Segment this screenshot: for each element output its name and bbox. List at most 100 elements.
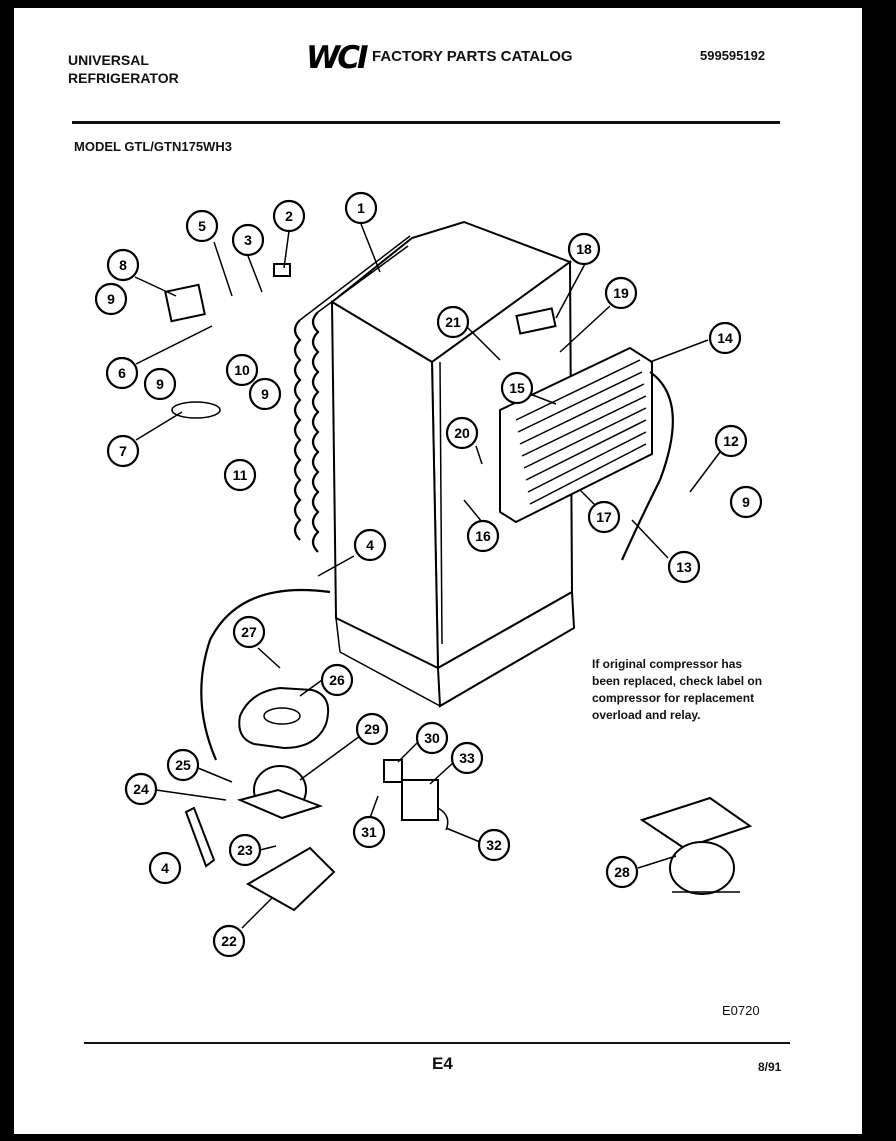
svg-text:24: 24 <box>133 781 149 797</box>
svg-text:22: 22 <box>221 933 237 949</box>
replacement-compressor <box>639 796 753 895</box>
callout-10: 10 <box>225 353 259 387</box>
callout-6: 6 <box>105 356 139 390</box>
condenser-coil <box>293 235 411 553</box>
bracket-8 <box>164 283 206 323</box>
leader-lines <box>134 223 721 929</box>
callout-30: 30 <box>415 721 449 755</box>
svg-text:16: 16 <box>475 528 491 544</box>
callout-13: 13 <box>667 550 701 584</box>
svg-text:4: 4 <box>161 860 169 876</box>
svg-text:33: 33 <box>459 750 475 766</box>
model-number: MODEL GTL/GTN175WH3 <box>74 139 232 154</box>
svg-text:27: 27 <box>241 624 257 640</box>
callout-29: 29 <box>355 712 389 746</box>
catalog-title: FACTORY PARTS CATALOG <box>372 48 573 65</box>
refrigerator-cabinet <box>330 220 576 708</box>
svg-text:3: 3 <box>244 232 252 248</box>
bracket-18 <box>515 307 557 335</box>
drain-tube <box>620 371 674 561</box>
callout-26: 26 <box>320 663 354 697</box>
callout-25: 25 <box>166 748 200 782</box>
callout-4-b: 4 <box>148 851 182 885</box>
callout-21: 21 <box>436 305 470 339</box>
compressor-note: If original compressor has been replaced… <box>592 656 832 724</box>
callout-17: 17 <box>587 500 621 534</box>
note-line-4: overload and relay. <box>592 708 701 722</box>
svg-text:29: 29 <box>364 721 380 737</box>
note-line-1: If original compressor has <box>592 657 743 671</box>
svg-text:23: 23 <box>237 842 253 858</box>
brand-line-1: UNIVERSAL <box>68 52 149 68</box>
defrost-drain-hose <box>200 588 331 761</box>
note-line-2: been replaced, check label on <box>592 674 763 688</box>
svg-text:32: 32 <box>486 837 502 853</box>
evaporator <box>499 346 653 524</box>
callout-33: 33 <box>450 741 484 775</box>
callout-19: 19 <box>604 276 638 310</box>
note-line-3: compressor for replacement <box>592 691 755 705</box>
svg-text:11: 11 <box>233 467 248 483</box>
callout-9-a: 9 <box>94 282 128 316</box>
footer-rule <box>84 1042 790 1044</box>
drip-pan <box>238 686 330 750</box>
callout-23: 23 <box>228 833 262 867</box>
callout-20: 20 <box>445 416 479 450</box>
svg-text:14: 14 <box>717 330 733 346</box>
callout-16: 16 <box>466 519 500 553</box>
svg-text:18: 18 <box>576 241 592 257</box>
header-rule <box>72 121 780 124</box>
callout-31: 31 <box>352 815 386 849</box>
catalog-part-number: 599595192 <box>700 48 766 63</box>
callout-22: 22 <box>212 924 246 958</box>
callout-32: 32 <box>477 828 511 862</box>
callout-8: 8 <box>106 248 140 282</box>
callout-18: 18 <box>567 232 601 266</box>
svg-text:9: 9 <box>107 291 115 307</box>
svg-text:17: 17 <box>596 509 612 525</box>
svg-text:31: 31 <box>361 824 377 840</box>
callout-14: 14 <box>708 321 742 355</box>
callout-9-d: 9 <box>729 485 763 519</box>
svg-text:2: 2 <box>285 208 293 224</box>
svg-text:4: 4 <box>366 537 374 553</box>
catalog-date: 8/91 <box>758 1060 782 1074</box>
heater-4 <box>184 806 216 868</box>
power-cord-coil <box>171 401 221 419</box>
svg-text:21: 21 <box>445 314 461 330</box>
callout-4-a: 4 <box>353 528 387 562</box>
callout-7: 7 <box>106 434 140 468</box>
brand-line-2: REFRIGERATOR <box>68 70 179 86</box>
drawing-code: E0720 <box>722 1003 760 1018</box>
compressor-bracket <box>245 846 336 912</box>
svg-text:20: 20 <box>454 425 470 441</box>
relay-overload <box>383 759 449 831</box>
page-number: E4 <box>432 1054 453 1073</box>
svg-text:25: 25 <box>175 757 191 773</box>
callout-1: 1 <box>344 191 378 225</box>
svg-text:9: 9 <box>742 494 750 510</box>
callout-28: 28 <box>605 855 639 889</box>
svg-text:5: 5 <box>198 218 206 234</box>
callout-24: 24 <box>124 772 158 806</box>
callout-9-c: 9 <box>248 377 282 411</box>
svg-text:26: 26 <box>329 672 345 688</box>
callout-12: 12 <box>714 424 748 458</box>
svg-text:30: 30 <box>424 730 440 746</box>
clip-2 <box>273 263 291 277</box>
svg-text:7: 7 <box>119 443 127 459</box>
svg-text:19: 19 <box>613 285 629 301</box>
svg-text:1: 1 <box>357 200 365 216</box>
svg-text:12: 12 <box>723 433 739 449</box>
svg-text:6: 6 <box>118 365 126 381</box>
callout-27: 27 <box>232 615 266 649</box>
callout-2: 2 <box>272 199 306 233</box>
callout-3: 3 <box>231 223 265 257</box>
callout-9-b: 9 <box>143 367 177 401</box>
compressor <box>236 765 324 820</box>
callout-11: 11 <box>223 458 257 492</box>
svg-text:13: 13 <box>676 559 692 575</box>
svg-text:10: 10 <box>234 362 250 378</box>
callout-5: 5 <box>185 209 219 243</box>
